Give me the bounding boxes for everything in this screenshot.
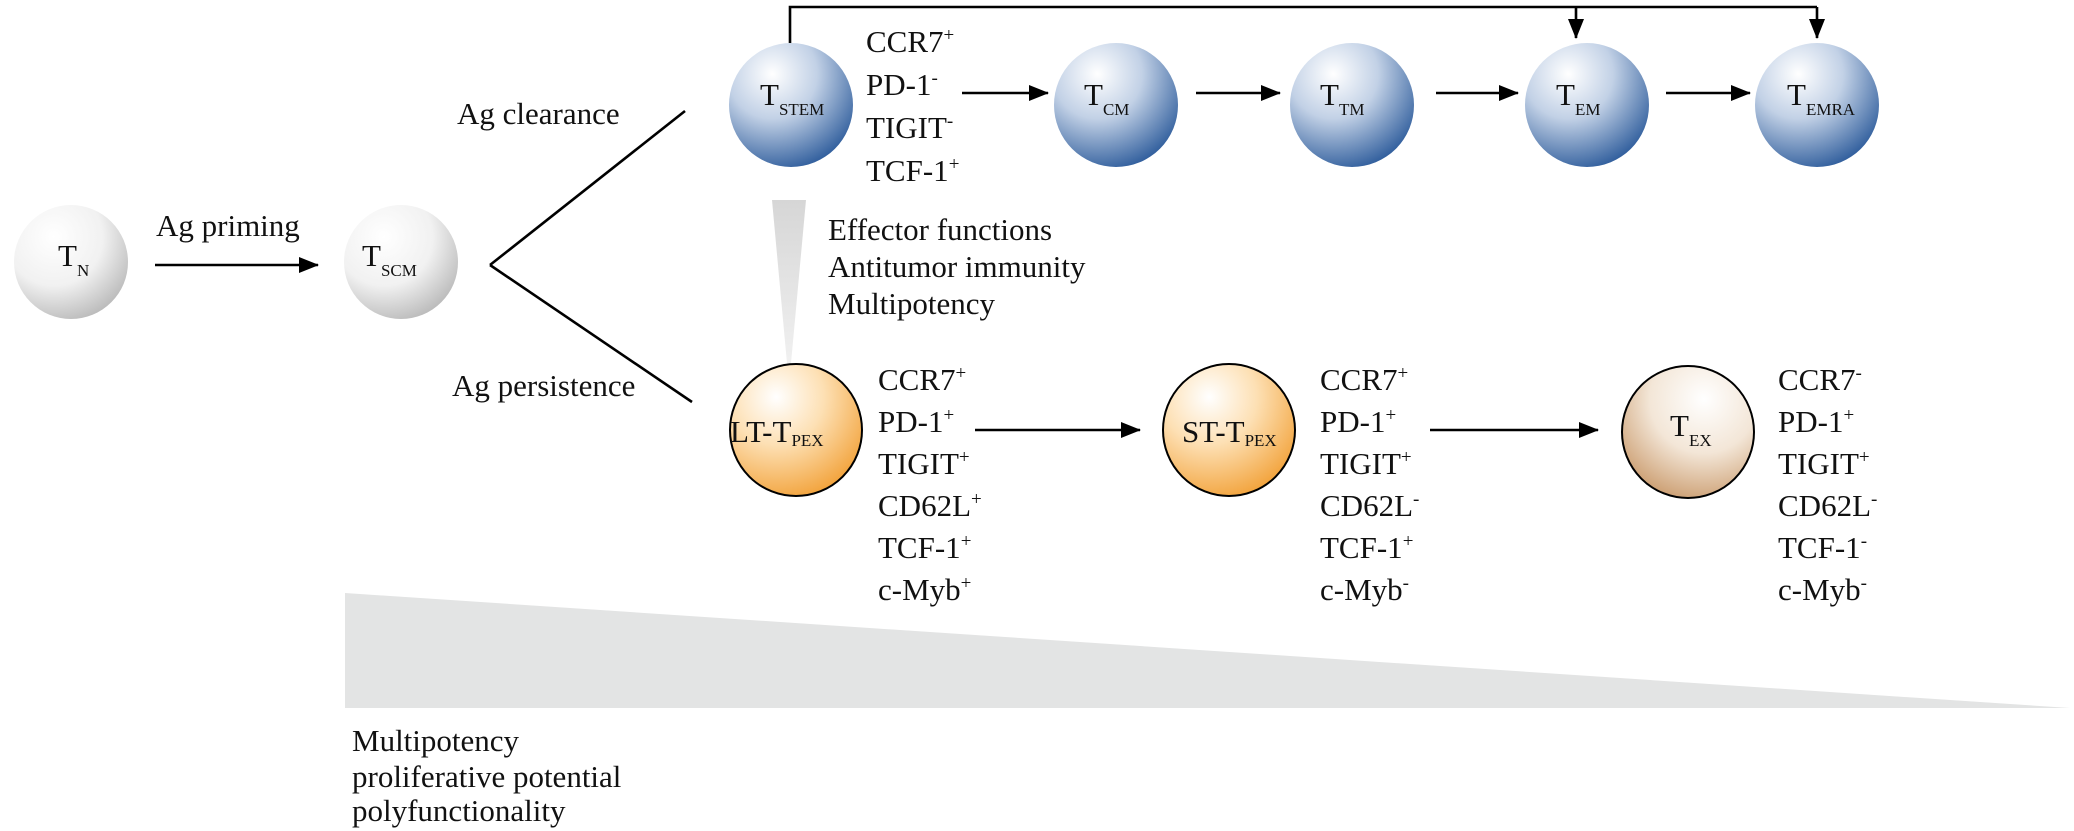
effector-item: Antitumor immunity xyxy=(828,249,1086,284)
cell-ttm-sub: TM xyxy=(1339,100,1365,119)
cell-lt-tpex-label: LT-T xyxy=(730,414,792,449)
svg-text:LT-TPEX: LT-TPEX xyxy=(730,414,824,450)
svg-text:TEX: TEX xyxy=(1670,408,1712,450)
label-ag-clearance: Ag clearance xyxy=(457,96,620,131)
branch-clearance-line xyxy=(489,109,686,267)
cell-tn: TN xyxy=(14,205,128,319)
cell-tem: TEM xyxy=(1525,43,1649,167)
cell-temra: TEMRA xyxy=(1755,43,1879,167)
marker-tstem-pd-1: PD-1- xyxy=(866,67,938,102)
cell-tstem: TSTEM xyxy=(729,43,853,167)
cell-st-tpex-label: ST-T xyxy=(1182,414,1245,449)
marker-st-cd62l: CD62L- xyxy=(1320,488,1419,523)
cell-tscm-label: T xyxy=(362,238,381,273)
label-ag-priming: Ag priming xyxy=(156,208,300,243)
svg-text:TEM: TEM xyxy=(1556,77,1600,119)
gradient-caption-item: polyfunctionality xyxy=(352,793,566,828)
marker-st-tcf-1: TCF-1+ xyxy=(1320,530,1413,565)
cell-temra-sub: EMRA xyxy=(1806,100,1856,119)
label-ag-persistence: Ag persistence xyxy=(452,368,635,403)
cell-tstem-sub: STEM xyxy=(779,100,824,119)
gradient-caption-item: Multipotency xyxy=(352,723,520,758)
marker-st-pd-1: PD-1+ xyxy=(1320,404,1396,439)
cell-lt-tpex-sub: PEX xyxy=(791,431,823,450)
cell-temra-label: T xyxy=(1787,77,1806,112)
cell-tn-sub: N xyxy=(77,261,89,280)
svg-text:TCM: TCM xyxy=(1084,77,1129,119)
cell-tscm: TSCM xyxy=(344,205,458,319)
marker-st-ccr7: CCR7+ xyxy=(1320,362,1408,397)
cell-lt-tpex: LT-TPEX xyxy=(729,363,863,497)
cell-ttm: TTM xyxy=(1290,43,1414,167)
cell-tex: TEX xyxy=(1621,365,1755,499)
cell-st-tpex-sub: PEX xyxy=(1245,431,1277,450)
potential-gradient-wedge xyxy=(345,593,2070,708)
cell-tex-sub: EX xyxy=(1689,431,1712,450)
branch-persistence-line xyxy=(489,263,693,404)
cell-tn-label: T xyxy=(58,238,77,273)
marker-st-c-myb: c-Myb- xyxy=(1320,572,1409,607)
gradient-caption-list: Multipotency proliferative potential pol… xyxy=(352,723,629,828)
marker-lt-pd-1: PD-1+ xyxy=(878,404,954,439)
svg-text:TSTEM: TSTEM xyxy=(760,77,824,119)
svg-text:TTM: TTM xyxy=(1320,77,1364,119)
marker-lt-cd62l: CD62L+ xyxy=(878,488,982,523)
bypass-bracket xyxy=(788,5,1817,43)
gradient-caption-item: proliferative potential xyxy=(352,759,621,794)
effector-list: Effector functions Antitumor immunity Mu… xyxy=(828,212,1093,321)
marker-tex-pd-1: PD-1+ xyxy=(1778,404,1854,439)
cell-tex-label: T xyxy=(1670,408,1689,443)
marker-tstem-tigit: TIGIT- xyxy=(866,110,953,145)
cell-tcm-sub: CM xyxy=(1103,100,1129,119)
effector-gradient-triangle xyxy=(772,200,806,385)
markers-st-tpex: CCR7+ PD-1+ TIGIT+ CD62L- TCF-1+ c-Myb- xyxy=(1320,362,1419,607)
effector-item: Effector functions xyxy=(828,212,1052,247)
cell-tem-label: T xyxy=(1556,77,1575,112)
marker-lt-tcf-1: TCF-1+ xyxy=(878,530,971,565)
marker-tex-cd62l: CD62L- xyxy=(1778,488,1877,523)
svg-text:TSCM: TSCM xyxy=(362,238,417,280)
marker-lt-tigit: TIGIT+ xyxy=(878,446,970,481)
marker-tex-ccr7: CCR7- xyxy=(1778,362,1862,397)
effector-item: Multipotency xyxy=(828,286,996,321)
markers-lt-tpex: CCR7+ PD-1+ TIGIT+ CD62L+ TCF-1+ c-Myb+ xyxy=(878,362,982,607)
cell-tcm-label: T xyxy=(1084,77,1103,112)
cell-st-tpex: ST-TPEX xyxy=(1162,363,1296,497)
cell-ttm-label: T xyxy=(1320,77,1339,112)
marker-lt-ccr7: CCR7+ xyxy=(878,362,966,397)
cell-tscm-sub: SCM xyxy=(381,261,417,280)
marker-tex-tcf-1: TCF-1- xyxy=(1778,530,1867,565)
cell-tstem-label: T xyxy=(760,77,779,112)
marker-lt-c-myb: c-Myb+ xyxy=(878,572,971,607)
marker-st-tigit: TIGIT+ xyxy=(1320,446,1412,481)
marker-tex-c-myb: c-Myb- xyxy=(1778,572,1867,607)
svg-text:ST-TPEX: ST-TPEX xyxy=(1182,414,1277,450)
cell-tcm: TCM xyxy=(1054,43,1178,167)
cell-tem-sub: EM xyxy=(1575,100,1601,119)
svg-text:TEMRA: TEMRA xyxy=(1787,77,1856,119)
svg-text:TN: TN xyxy=(58,238,89,280)
marker-tstem-tcf-1: TCF-1+ xyxy=(866,153,959,188)
markers-tex: CCR7- PD-1+ TIGIT+ CD62L- TCF-1- c-Myb- xyxy=(1778,362,1877,607)
marker-tex-tigit: TIGIT+ xyxy=(1778,446,1870,481)
markers-tstem: CCR7+ PD-1- TIGIT- TCF-1+ xyxy=(866,24,959,188)
marker-tstem-ccr7: CCR7+ xyxy=(866,24,954,59)
